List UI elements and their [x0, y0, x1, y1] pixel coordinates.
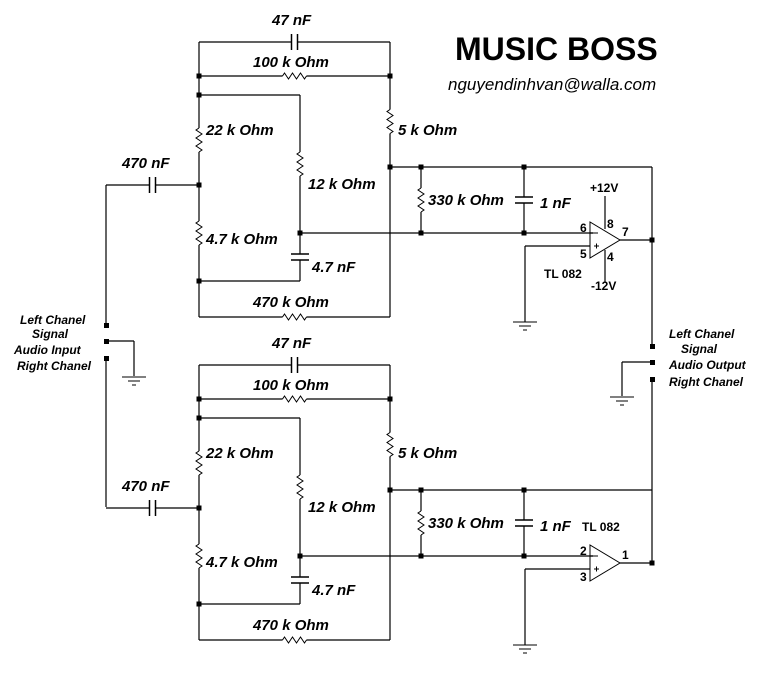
label-1n: 1 nF	[540, 518, 572, 535]
label-470k: 470 k Ohm	[252, 617, 329, 634]
opamp-tl082	[589, 221, 621, 259]
capacitor-4n7	[291, 556, 309, 604]
label-4k7: 4.7 k Ohm	[205, 231, 278, 248]
audio-output-connector: Left Chanel Signal Audio Output Right Ch…	[610, 240, 747, 490]
opamp-triangle-icon	[589, 221, 621, 259]
capacitor-47nf	[199, 34, 390, 50]
output-kind-label: Audio Output	[668, 358, 747, 372]
junction-dot	[649, 560, 655, 566]
resistor-470k	[199, 636, 390, 644]
audio-input-connector: Left Chanel Signal Audio Input Right Cha…	[13, 185, 146, 507]
label-330k: 330 k Ohm	[428, 515, 504, 532]
label-22k: 22 k Ohm	[205, 445, 274, 462]
supply-plus-label: +12V	[590, 181, 618, 195]
resistor-330k	[417, 167, 425, 233]
resistor-icon	[282, 72, 307, 80]
pin-vplus: 8	[607, 217, 614, 231]
output-signal-label: Signal	[681, 342, 718, 356]
resistor-icon	[417, 510, 425, 536]
resistor-22k	[195, 418, 203, 508]
supply-minus-label: -12V	[591, 279, 616, 293]
ground-icon	[513, 321, 537, 331]
resistor-icon	[296, 474, 304, 500]
label-100k: 100 k Ohm	[253, 377, 329, 394]
ground-icon	[513, 644, 537, 654]
output-ground-terminal	[650, 360, 655, 365]
capacitor-1n	[515, 490, 533, 556]
ground-icon	[610, 396, 634, 406]
output-left-terminal	[650, 344, 655, 349]
label-330k: 330 k Ohm	[428, 192, 504, 209]
pin-noninverting: 5	[580, 247, 587, 261]
label-12k: 12 k Ohm	[308, 499, 376, 516]
resistor-5k	[386, 399, 394, 490]
input-left-terminal	[104, 323, 109, 328]
input-signal-label: Signal	[32, 327, 69, 341]
resistor-470k	[199, 313, 390, 321]
label-4n7: 4.7 nF	[311, 582, 356, 599]
input-right-label: Right Chanel	[17, 359, 92, 373]
resistor-4k7	[195, 508, 203, 604]
label-22k: 22 k Ohm	[205, 122, 274, 139]
label-1n: 1 nF	[540, 195, 572, 212]
resistor-icon	[195, 220, 203, 246]
ground-icon	[122, 376, 146, 386]
resistor-5k	[386, 76, 394, 167]
opamp-triangle-icon	[589, 544, 621, 582]
output-left-label: Left Chanel	[669, 327, 735, 341]
resistor-icon	[386, 109, 394, 134]
pin-noninverting: 3	[580, 570, 587, 584]
label-47nf: 47 nF	[271, 335, 312, 352]
right-channel-circuit: 47 nF 100 k Ohm 22 k Ohm 470 nF 4.7 k Ohm 470…	[106, 335, 655, 654]
resistor-12k	[296, 418, 304, 556]
label-100k: 100 k Ohm	[253, 54, 329, 71]
input-left-label: Left Chanel	[20, 313, 86, 327]
label-470nf: 470 nF	[121, 155, 170, 172]
capacitor-4n7	[291, 233, 309, 281]
resistor-icon	[296, 151, 304, 177]
pin-output: 7	[622, 225, 629, 239]
resistor-icon	[195, 543, 203, 569]
resistor-22k	[195, 95, 203, 185]
label-470k: 470 k Ohm	[252, 294, 329, 311]
pin-inverting: 2	[580, 544, 587, 558]
opamp-label: TL 082	[582, 520, 620, 534]
label-47nf: 47 nF	[271, 12, 312, 29]
title: MUSIC BOSS	[455, 31, 658, 67]
capacitor-470nf	[106, 177, 199, 193]
label-4k7: 4.7 k Ohm	[205, 554, 278, 571]
capacitor-470nf	[106, 500, 199, 516]
resistor-icon	[195, 450, 203, 476]
label-4n7: 4.7 nF	[311, 259, 356, 276]
output-right-label: Right Chanel	[669, 375, 744, 389]
pin-output: 1	[622, 548, 629, 562]
resistor-4k7	[195, 185, 203, 281]
resistor-icon	[417, 187, 425, 213]
capacitor-47nf	[199, 357, 390, 373]
pin-inverting: 6	[580, 221, 587, 235]
resistor-icon	[282, 395, 307, 403]
resistor-icon	[282, 313, 307, 321]
capacitor-1n	[515, 167, 533, 233]
resistor-100k	[199, 395, 390, 403]
opamp-label: TL 082	[544, 267, 582, 281]
opamp-tl082	[589, 544, 621, 582]
label-470nf: 470 nF	[121, 478, 170, 495]
input-kind-label: Audio Input	[13, 343, 82, 357]
label-12k: 12 k Ohm	[308, 176, 376, 193]
author-email: nguyendinhvan@walla.com	[448, 75, 656, 94]
label-5k: 5 k Ohm	[398, 122, 457, 139]
left-channel-circuit: 47 nF 100 k Ohm 22 k Ohm 470 nF 4.7 k Ohm 470…	[106, 12, 655, 331]
pin-vminus: 4	[607, 250, 614, 264]
label-5k: 5 k Ohm	[398, 445, 457, 462]
resistor-icon	[386, 432, 394, 457]
resistor-icon	[195, 127, 203, 153]
resistor-330k	[417, 490, 425, 556]
resistor-icon	[282, 636, 307, 644]
resistor-12k	[296, 95, 304, 233]
resistor-100k	[199, 72, 390, 80]
